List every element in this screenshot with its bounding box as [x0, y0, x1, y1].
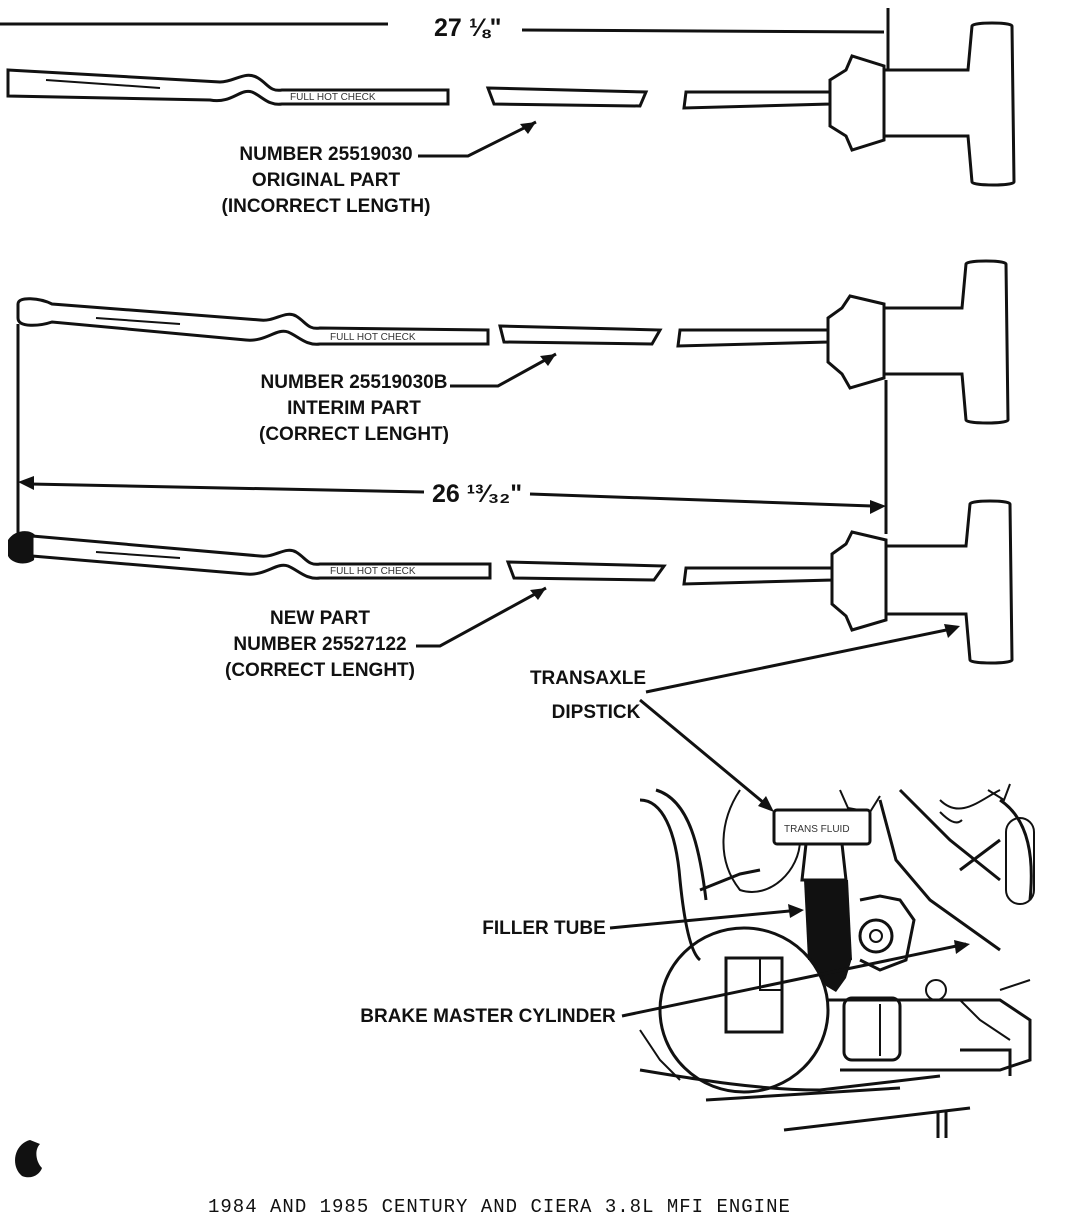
dipstick-original-blade-mid: [485, 86, 649, 108]
dipstick-new-stamp: FULL HOT CHECK: [330, 566, 416, 577]
dipstick-interim-blade-mid: [498, 324, 663, 346]
scan-mark: [15, 1140, 43, 1178]
dimension-original-length: 27 ⅛": [0, 8, 890, 80]
brake-booster-plate: [724, 956, 784, 1034]
label-original-part-line3: (INCORRECT LENGTH): [222, 196, 431, 217]
dipstick-interim-cap: [826, 294, 886, 390]
dimension-correct-length-text: 26 ¹³⁄₃₂": [432, 480, 522, 508]
callout-transaxle-line2: DIPSTICK: [552, 702, 641, 723]
label-new-part-line2: NUMBER 25527122: [233, 634, 406, 655]
dipstick-interim-stamp: FULL HOT CHECK: [330, 332, 416, 343]
dipstick-new-shaft: [682, 566, 834, 586]
arrowhead: [520, 122, 536, 134]
dimension-correct-length: 26 ¹³⁄₃₂": [16, 324, 888, 540]
dipstick-new-cap: [830, 530, 888, 632]
label-new-part-line1: NEW PART: [270, 608, 370, 629]
filler-tube: [804, 880, 852, 992]
arrowhead: [540, 354, 556, 366]
arrowhead: [758, 796, 774, 812]
dipstick-original-blade-tip: [6, 68, 450, 106]
dipstick-new: FULL HOT CHECK: [8, 499, 1014, 665]
arrowhead: [788, 904, 804, 918]
dipstick-interim: FULL HOT CHECK: [16, 259, 1010, 425]
master-cylinder-body: [842, 996, 902, 1062]
label-new-part-line3: (CORRECT LENGHT): [225, 660, 415, 681]
label-original-part-line1: NUMBER 25519030: [239, 144, 412, 165]
dipstick-original-handle: [882, 21, 1016, 187]
label-original-part: NUMBER 25519030 ORIGINAL PART (INCORRECT…: [222, 120, 537, 217]
dipstick-interim-shaft: [676, 328, 830, 348]
arrowhead: [18, 476, 34, 490]
callout-brake-master-cylinder: BRAKE MASTER CYLINDER: [360, 940, 970, 1027]
dipstick-new-tip-mark: [8, 531, 36, 564]
arrowhead: [954, 940, 970, 954]
label-interim-part-line3: (CORRECT LENGHT): [259, 424, 449, 445]
dipstick-interim-handle: [882, 259, 1010, 425]
engine-bay-illustration: TRANS FLUID: [639, 783, 1035, 1138]
dipstick-original: FULL HOT CHECK: [6, 21, 1016, 187]
dipstick-original-cap: [828, 54, 886, 152]
label-new-part: NEW PART NUMBER 25527122 (CORRECT LENGHT…: [225, 586, 547, 681]
label-interim-part-line1: NUMBER 25519030B: [261, 372, 448, 393]
dipstick-original-stamp: FULL HOT CHECK: [290, 92, 376, 103]
arrowhead: [870, 500, 886, 514]
callout-filler-tube: FILLER TUBE: [482, 904, 804, 939]
transaxle-dipstick-cap: [800, 842, 848, 882]
dipstick-new-handle: [884, 499, 1014, 665]
dipstick-interim-blade-tip: [16, 297, 490, 346]
callout-filler-tube-text: FILLER TUBE: [482, 918, 606, 939]
dipstick-original-shaft: [682, 90, 832, 110]
transaxle-handle-stamp: TRANS FLUID: [784, 824, 850, 835]
arrowhead: [944, 624, 960, 638]
label-interim-part-line2: INTERIM PART: [287, 398, 421, 419]
callout-brake-master-text: BRAKE MASTER CYLINDER: [360, 1006, 616, 1027]
label-original-part-line2: ORIGINAL PART: [252, 170, 401, 191]
arrowhead: [530, 588, 546, 600]
brake-booster: [658, 926, 830, 1094]
reservoir: [1005, 817, 1035, 905]
label-interim-part: NUMBER 25519030B INTERIM PART (CORRECT L…: [259, 352, 557, 445]
dimension-original-length-text: 27 ⅛": [434, 14, 501, 42]
callout-transaxle-dipstick: TRANSAXLE DIPSTICK: [530, 624, 960, 812]
figure-caption: 1984 AND 1985 CENTURY AND CIERA 3.8L MFI…: [208, 1196, 791, 1218]
dipstick-new-blade-mid: [505, 560, 667, 582]
callout-transaxle-line1: TRANSAXLE: [530, 668, 646, 689]
dipstick-new-blade-tip: [30, 534, 492, 580]
